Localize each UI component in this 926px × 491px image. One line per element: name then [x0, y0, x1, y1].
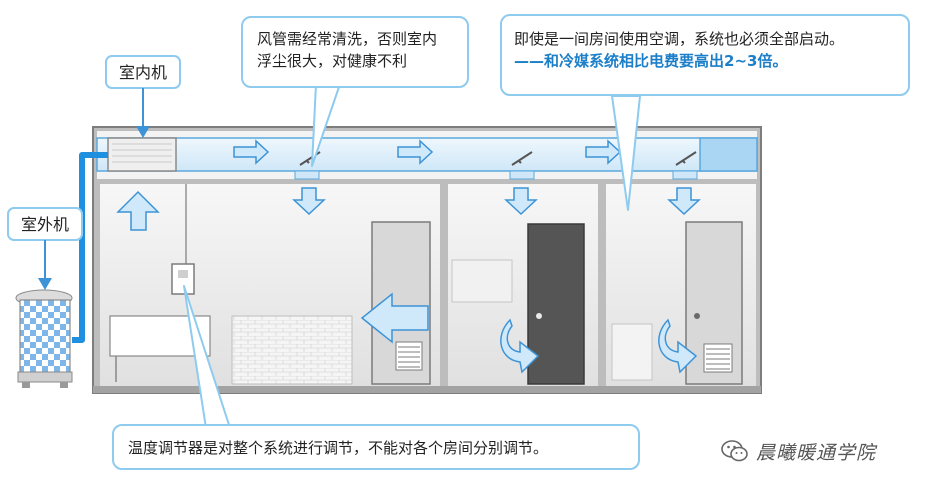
- outdoor-unit-pointer-head: [38, 278, 52, 290]
- thermostat-callout-text: 温度调节器是对整个系统进行调节，不能对各个房间分别调节。: [128, 439, 549, 457]
- watermark: 晨曦暖通学院: [720, 436, 876, 466]
- floor: [93, 386, 761, 393]
- swirl-arrow-icon: [658, 318, 698, 374]
- indoor-unit-label-box: 室内机: [105, 55, 181, 89]
- door-room2: [527, 223, 585, 385]
- thermostat-callout: 温度调节器是对整个系统进行调节，不能对各个房间分别调节。: [112, 424, 640, 470]
- duct-dampers: [299, 151, 697, 166]
- arrow-right-icon: [585, 139, 622, 165]
- system-startup-callout: 即使是一间房间使用空调，系统也必须全部启动。 ——和冷媒系统相比电费要高出2~3…: [500, 14, 910, 96]
- supply-arrows: [292, 187, 701, 216]
- duct-callout-line-2: 浮尘很大，对健康不利: [257, 52, 408, 70]
- startup-callout-tail: [611, 95, 641, 211]
- thermostat: [171, 184, 195, 295]
- duct-outlet-room3: [672, 170, 698, 180]
- arrow-right-icon: [233, 139, 270, 165]
- outdoor-unit-label-box: 室外机: [7, 207, 83, 241]
- room3-furniture: [611, 221, 743, 385]
- door-vent: [703, 343, 733, 373]
- return-arrow-left-icon: [360, 292, 429, 344]
- wechat-icon: [721, 440, 748, 462]
- duct-cleaning-callout: 风管需经常清洗，否则室内 浮尘很大，对健康不利: [241, 16, 469, 88]
- duct-outlet-room1: [294, 170, 320, 180]
- arrow-down-icon: [504, 187, 538, 216]
- outdoor-unit-label: 室外机: [21, 215, 69, 234]
- damper-icon: [675, 151, 697, 166]
- indoor-unit-pointer-head: [136, 126, 150, 138]
- cabinet: [611, 323, 653, 381]
- arrow-right-icon: [397, 139, 434, 165]
- duct-callout-line-1: 风管需经常清洗，否则室内: [257, 30, 438, 48]
- startup-callout-line-2: ——和冷媒系统相比电费要高出2~3倍。: [514, 52, 788, 70]
- return-arrow-up-icon: [116, 190, 160, 231]
- watermark-text: 晨曦暖通学院: [756, 441, 877, 464]
- arrow-down-icon: [292, 187, 326, 216]
- duct-end-cap: [699, 137, 758, 172]
- room1-furniture: [109, 221, 431, 385]
- startup-callout-line-1: 即使是一间房间使用空调，系统也必须全部启动。: [514, 30, 845, 48]
- indoor-unit: [107, 137, 177, 172]
- swirl-arrow-icon: [500, 318, 540, 374]
- sofa: [231, 315, 353, 385]
- outdoor-unit: [15, 289, 73, 388]
- arrow-down-icon: [667, 187, 701, 216]
- damper-icon: [511, 151, 533, 166]
- duct-outlet-room2: [509, 170, 535, 180]
- refrigerant-pipe: [72, 152, 108, 343]
- indoor-unit-label: 室内机: [119, 63, 167, 82]
- door-vent: [395, 341, 423, 371]
- duct-flow-arrows: [233, 139, 622, 165]
- shelf: [451, 259, 513, 303]
